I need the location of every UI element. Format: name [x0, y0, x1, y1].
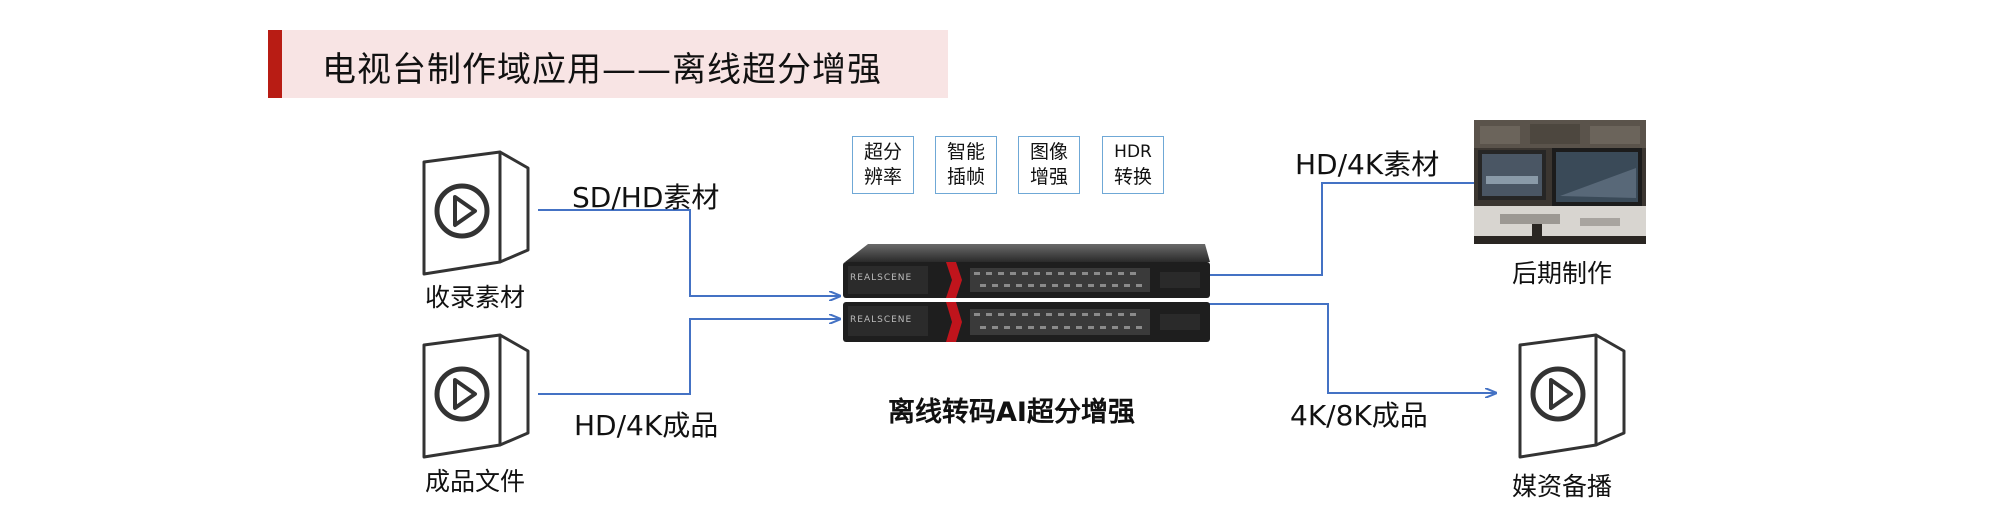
- device-brand: REALSCENE: [850, 273, 913, 283]
- input-label-finished: 成品文件: [425, 467, 526, 496]
- device-label: 离线转码AI超分增强: [888, 397, 1135, 428]
- arrow-to-post: [1188, 183, 1488, 276]
- arrow-sd-hd-input: [538, 209, 840, 296]
- arrow-to-archive: [1202, 303, 1496, 393]
- flow-label-hd-4k-material: HD/4K素材: [1295, 148, 1440, 181]
- flow-label-4k-8k: 4K/8K成品: [1290, 399, 1428, 432]
- editing-workstation-photo: [1474, 120, 1646, 244]
- feature-super-resolution: 超分辨率: [852, 136, 914, 194]
- feature-image-enhancement: 图像增强: [1018, 136, 1080, 194]
- output-label-post-production: 后期制作: [1512, 259, 1613, 288]
- video-file-icon: [1518, 333, 1626, 459]
- server-unit: [843, 244, 1210, 342]
- flow-arrows: [538, 183, 1496, 394]
- page-title: 电视台制作域应用——离线超分增强: [322, 50, 882, 90]
- flow-label-hd-4k: HD/4K成品: [574, 409, 719, 442]
- input-label-capture: 收录素材: [425, 283, 526, 312]
- feature-frame-interpolation: 智能插帧: [935, 136, 997, 194]
- video-file-icon: [422, 150, 530, 276]
- output-label-archive-playout: 媒资备播: [1512, 472, 1613, 501]
- video-file-icon: [422, 333, 530, 459]
- title-bar: [268, 30, 948, 98]
- arrow-hd-4k-input: [538, 319, 840, 395]
- title-accent-bar: [268, 30, 282, 98]
- device-brand: REALSCENE: [850, 315, 913, 325]
- flow-label-sd-hd: SD/HD素材: [572, 181, 720, 214]
